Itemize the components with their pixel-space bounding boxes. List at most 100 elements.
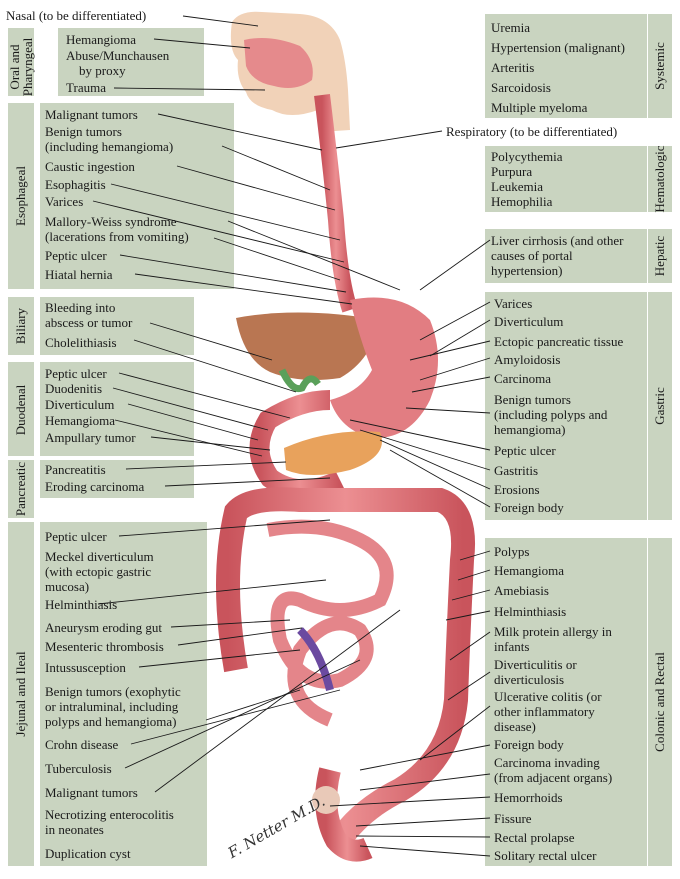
item-hemangioma-oral: Hemangioma	[66, 32, 137, 47]
item-duplication-cyst: Duplication cyst	[45, 846, 131, 861]
heading-duodenal: Duodenal	[13, 384, 28, 436]
panel-biliary-items	[40, 297, 194, 355]
item-polycythemia: Polycythemia	[491, 149, 563, 164]
heading-pancreatic: Pancreatic	[13, 461, 28, 517]
panel-hepatic-items	[485, 229, 647, 283]
leader-lines-right	[329, 130, 491, 857]
panel-hepatic	[648, 229, 672, 283]
panel-oral-pharyngeal	[8, 28, 34, 96]
item-mesenteric-thrombosis: Mesenteric thrombosis	[45, 639, 164, 654]
panel-systemic	[648, 14, 672, 118]
panel-colonic-rectal-items	[485, 538, 647, 866]
item-rectal-prolapse: Rectal prolapse	[494, 830, 575, 845]
item-mallory-weiss: Mallory-Weiss syndrome (lacerations from…	[45, 214, 189, 244]
item-duodenal-hemangioma: Hemangioma	[45, 413, 116, 428]
item-intussusception: Intussusception	[45, 660, 126, 675]
item-diverticulitis: Diverticulitis or diverticulosis	[494, 657, 577, 687]
item-gastritis: Gastritis	[494, 463, 539, 478]
nasal-label: Nasal (to be differentiated)	[6, 8, 147, 23]
panel-oral-pharyngeal-items	[58, 28, 204, 96]
panel-gastric	[648, 292, 672, 520]
item-necrotizing-enterocolitis: Necrotizing enterocolitis in neonates	[45, 807, 174, 837]
item-solitary-rectal-ulcer: Solitary rectal ulcer	[494, 848, 597, 863]
panel-jejunal-ileal-items	[40, 522, 207, 866]
heading-esophageal: Esophageal	[13, 166, 28, 226]
item-duodenitis: Duodenitis	[45, 381, 103, 396]
item-gastric-varices: Varices	[494, 296, 533, 311]
hemorrhoids	[312, 786, 340, 814]
item-sarcoidosis: Sarcoidosis	[491, 80, 551, 95]
panel-hematologic-items	[485, 146, 647, 212]
item-ampullary-tumor: Ampullary tumor	[45, 430, 136, 445]
item-ulcerative-colitis: Ulcerative colitis (or other inflammator…	[494, 689, 602, 734]
colon	[216, 487, 475, 847]
item-jejunal-malignant-tumors: Malignant tumors	[45, 785, 138, 800]
item-esophageal-peptic-ulcer: Peptic ulcer	[45, 248, 107, 263]
heading-hepatic: Hepatic	[652, 235, 667, 277]
item-pancreatitis: Pancreatitis	[45, 462, 106, 477]
stomach	[330, 297, 438, 439]
item-amyloidosis: Amyloidosis	[494, 352, 561, 367]
esophagus	[314, 94, 358, 313]
gallbladder-ducts	[278, 368, 321, 393]
item-gastric-benign-tumors: Benign tumors (including polyps and hema…	[494, 392, 608, 437]
appendix-vessels	[297, 627, 334, 691]
item-erosions: Erosions	[494, 482, 540, 497]
small-intestine	[266, 519, 394, 727]
heading-gastric: Gastric	[652, 387, 667, 425]
item-uremia: Uremia	[491, 20, 530, 35]
item-trauma: Trauma	[66, 80, 106, 95]
panel-biliary	[8, 297, 34, 355]
item-bleeding-abscess-tumor: Bleeding into abscess or tumor	[45, 300, 133, 330]
item-gastric-peptic-ulcer: Peptic ulcer	[494, 443, 556, 458]
item-amebiasis: Amebiasis	[494, 583, 549, 598]
item-hypertension-malignant: Hypertension (malignant)	[491, 40, 625, 55]
item-hemophilia: Hemophilia	[491, 194, 553, 209]
panel-colonic-rectal	[648, 538, 672, 866]
panel-duodenal	[8, 362, 34, 456]
item-colonic-foreign-body: Foreign body	[494, 737, 564, 752]
item-jejunal-helminthiasis: Helminthiasis	[45, 597, 118, 612]
heading-colonic-rectal: Colonic and Rectal	[652, 652, 667, 752]
item-esophageal-benign-tumors: Benign tumors (including hemangioma)	[45, 124, 174, 154]
item-purpura: Purpura	[491, 164, 533, 179]
item-leukemia: Leukemia	[491, 179, 543, 194]
item-colonic-hemangioma: Hemangioma	[494, 563, 565, 578]
panel-pancreatic	[8, 460, 34, 518]
item-esophageal-malignant-tumors: Malignant tumors	[45, 107, 138, 122]
panel-gastric-items	[485, 292, 647, 520]
item-fissure: Fissure	[494, 811, 532, 826]
item-crohn-disease: Crohn disease	[45, 737, 119, 752]
item-duodenal-diverticulum: Diverticulum	[45, 397, 115, 412]
panel-duodenal-items	[40, 362, 194, 456]
heading-jejunal-ileal: Jejunal and Ileal	[13, 651, 28, 737]
respiratory-label: Respiratory (to be differentiated)	[446, 124, 618, 139]
pancreas	[284, 431, 382, 475]
item-liver-cirrhosis: Liver cirrhosis (and other causes of por…	[491, 233, 624, 278]
heading-biliary: Biliary	[13, 307, 28, 345]
item-gastric-foreign-body: Foreign body	[494, 500, 564, 515]
item-meckel-diverticulum: Meckel diverticulum (with ectopic gastri…	[45, 549, 154, 594]
item-cholelithiasis: Cholelithiasis	[45, 335, 117, 350]
item-aneurysm-eroding-gut: Aneurysm eroding gut	[45, 620, 162, 635]
item-gastric-carcinoma: Carcinoma	[494, 371, 552, 386]
item-abuse-munchausen: Abuse/Munchausen by proxy	[66, 48, 170, 78]
leader-lines	[92, 15, 401, 793]
panel-systemic-items	[485, 14, 647, 118]
item-carcinoma-invading: Carcinoma invading (from adjacent organs…	[494, 755, 613, 785]
item-polyps: Polyps	[494, 544, 530, 559]
item-gastric-diverticulum: Diverticulum	[494, 314, 564, 329]
item-tuberculosis: Tuberculosis	[45, 761, 112, 776]
item-multiple-myeloma: Multiple myeloma	[491, 100, 588, 115]
liver	[236, 312, 380, 380]
heading-oral-pharyngeal: Oral and Pharyngeal	[7, 37, 35, 97]
item-esophagitis: Esophagitis	[45, 177, 106, 192]
panel-esophageal	[8, 103, 34, 289]
item-arteritis: Arteritis	[491, 60, 535, 75]
item-eroding-carcinoma: Eroding carcinoma	[45, 479, 145, 494]
item-milk-protein-allergy: Milk protein allergy in infants	[494, 624, 612, 654]
item-hemorrhoids: Hemorrhoids	[494, 790, 563, 805]
item-colonic-helminthiasis: Helminthiasis	[494, 604, 567, 619]
panel-hematologic	[648, 146, 672, 212]
